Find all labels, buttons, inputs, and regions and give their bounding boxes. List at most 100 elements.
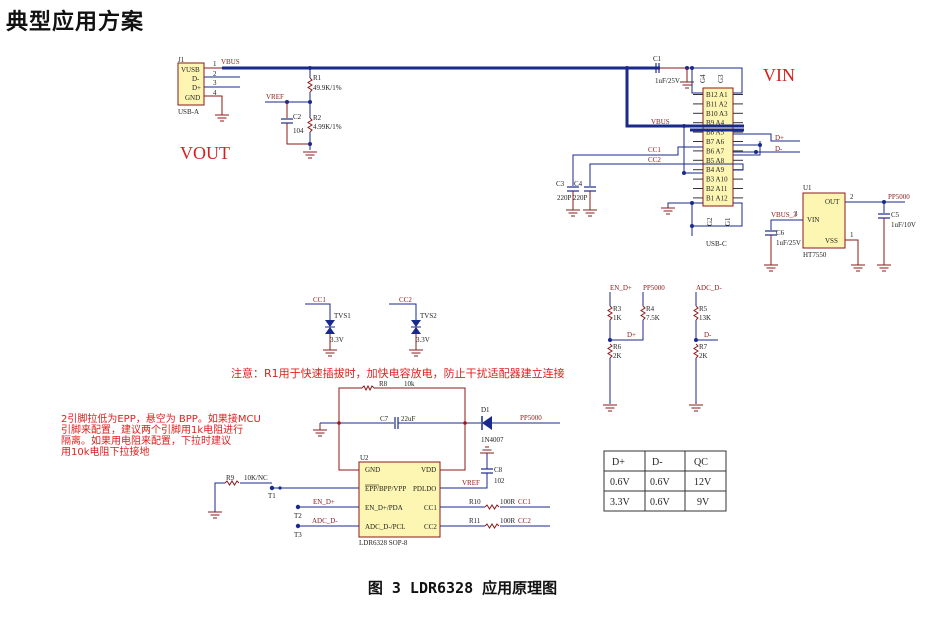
u1-pin-vin: VIN [807,216,819,224]
qc-cell: 0.6V [650,477,671,488]
qc-cell: 12V [694,477,712,488]
j1-pin-vusb: VUSB [181,66,200,74]
u2-pin-en-dplus: EN_D+/PDA [365,504,403,512]
tvs2-ref: TVS2 [420,312,437,320]
net-vref-label: VREF [266,93,284,101]
c1-value: 1uF/25V [655,77,680,85]
j1-ref: J1 [178,56,185,64]
u1-ht7550: U1 OUT VIN VSS HT7550 2 3 1 PP5000 C5 1u… [763,184,916,272]
d1-ref: D1 [481,406,490,414]
pin2-config-note: 2引脚拉低为EPP，悬空为 BPP。如果接MCU 引脚来配置，建议两个引脚用1k… [61,412,261,458]
r1-discharge-note: 注意：R1用于快速插拔时，加快电容放电，防止干扰适配器建立连接 [231,366,565,380]
u2-part: LDR6328 SOP-8 [359,539,408,547]
u2-left-nets: R9 10K/NC T1 EN_D+ T2 ADC_D- T3 [207,474,359,539]
u2-cc1-net: CC1 [518,498,531,506]
c1: C1 1uF/25V [627,55,695,89]
u1-pin-num: 2 [850,193,854,201]
r6-ref: R6 [613,343,622,351]
tvs2-net: CC2 [399,296,412,304]
r5-value: 13K [699,314,711,322]
c4-ref: C4 [574,180,583,188]
r8-ref: R8 [379,380,388,388]
tvs1-net: CC1 [313,296,326,304]
u2-pin-pdldo: PDLDO [413,485,436,493]
net-pp5000-r4-label: PP5000 [643,284,665,292]
j2-shield-g2: G2 [706,217,714,226]
r8-value: 10k [404,380,415,388]
net-cc2-label: CC2 [648,156,661,164]
u1-pin-out: OUT [825,198,840,206]
r3-value: 1K [613,314,622,322]
figure-caption: 图 3 LDR6328 应用原理图 [367,579,558,597]
r10-value: 100R [500,498,516,506]
net-dminus-div-label: D- [704,331,712,339]
qc-cell: 0.6V [650,497,671,508]
page-title: 典型应用方案 [6,10,145,35]
net-adc-dminus-label: ADC_D- [696,284,722,292]
j1-pin-num: 3 [213,79,217,87]
c8-ref: C8 [494,466,503,474]
j2-part: USB-C [706,240,727,248]
vout-label: VOUT [180,143,230,163]
note-line: 引脚来配置，建议两个引脚用1k电阻进行 [61,423,243,436]
j2-pin-label: B1 A12 [706,194,728,202]
vin-label: VIN [763,65,795,85]
qc-voltage-table: D+ D- QC 0.6V 0.6V 12V 3.3V 0.6V 9V [603,450,727,512]
j2-pin-label: B9 A4 [706,119,725,127]
j1-usb-a: J1 VUSB D- D+ GND USB-A 1 2 3 4 VBUS [177,56,240,122]
j2-pin-label: B11 A2 [706,100,728,108]
j2-pin-label: B7 A6 [706,138,725,146]
u1-pin-num: 3 [794,210,798,218]
u2-pin-adc-dminus: ADC_D-/PCL [365,523,405,531]
u2-pin-cc1: CC1 [424,504,437,512]
j1-pin-num: 1 [213,60,217,68]
r6-value: 2K [613,352,622,360]
r1-ref: R1 [313,74,322,82]
c8-value: 102 [494,477,505,485]
u2-ldr6328: U2 GND EPP/BPP/VPP EN_D+/PDA ADC_D-/PCL … [358,454,441,547]
u2-pin-epp: EPP/BPP/VPP [365,485,406,493]
qc-header-dplus: D+ [612,457,625,468]
d1-value: 1N4007 [481,436,504,444]
tvs1: CC1 TVS1 3.3V [305,296,351,357]
j1-pin-num: 2 [213,70,217,78]
dplus-divider: EN_D+ PP5000 R3 1K R4 7.5K D+ R6 2K [602,284,665,412]
u1-pin-vss: VSS [825,237,838,245]
c7-value: 22uF [401,415,416,423]
u2-cc-nets: R10 100R CC1 R11 100R CC2 [440,498,550,529]
c3-c4: C3 C4 220P 220P [556,180,598,217]
net-vbus3-label: VBUS_3 [771,211,797,219]
c5-value: 1uF/10V [891,221,916,229]
j1-pin-dplus: D+ [192,84,201,92]
u1-part: HT7550 [803,251,827,259]
net-dplus-div-label: D+ [627,331,636,339]
r9-value: 10K/NC [244,474,268,482]
u2-pin-vdd: VDD [421,466,436,474]
c4-value: 220P [573,194,588,202]
t3-label: T3 [294,531,302,539]
net-vbus-c-label: VBUS [651,118,670,126]
r2-value: 4.99K/1% [313,123,342,131]
r11-ref: R11 [469,517,481,525]
u1-ref: U1 [803,184,812,192]
j2-pin-label: B8 A5 [706,129,725,137]
dminus-divider: ADC_D- R5 13K D- R7 2K [688,284,722,412]
u2-en-dplus-net: EN_D+ [313,498,335,506]
qc-header-qc: QC [694,457,708,468]
r9-ref: R9 [226,474,235,482]
qc-cell: 0.6V [610,477,631,488]
r4-value: 7.5K [646,314,660,322]
qc-cell: 9V [697,497,710,508]
c6-value: 1uF/25V [776,239,801,247]
u2-pin-gnd: GND [365,466,380,474]
d1-diode: D1 1N4007 PP5000 C8 102 VREF [440,406,560,489]
qc-header-dminus: D- [652,457,663,468]
net-en-dplus-label: EN_D+ [610,284,632,292]
net-dminus-label: D- [775,145,783,153]
j2-pin-label: B6 A7 [706,147,725,155]
vref-divider: R1 49.9K/1% R2 4.99K/1% VREF C2 104 [265,68,342,159]
j2-pin-label: B4 A9 [706,166,725,174]
u2-cc2-net: CC2 [518,517,531,525]
